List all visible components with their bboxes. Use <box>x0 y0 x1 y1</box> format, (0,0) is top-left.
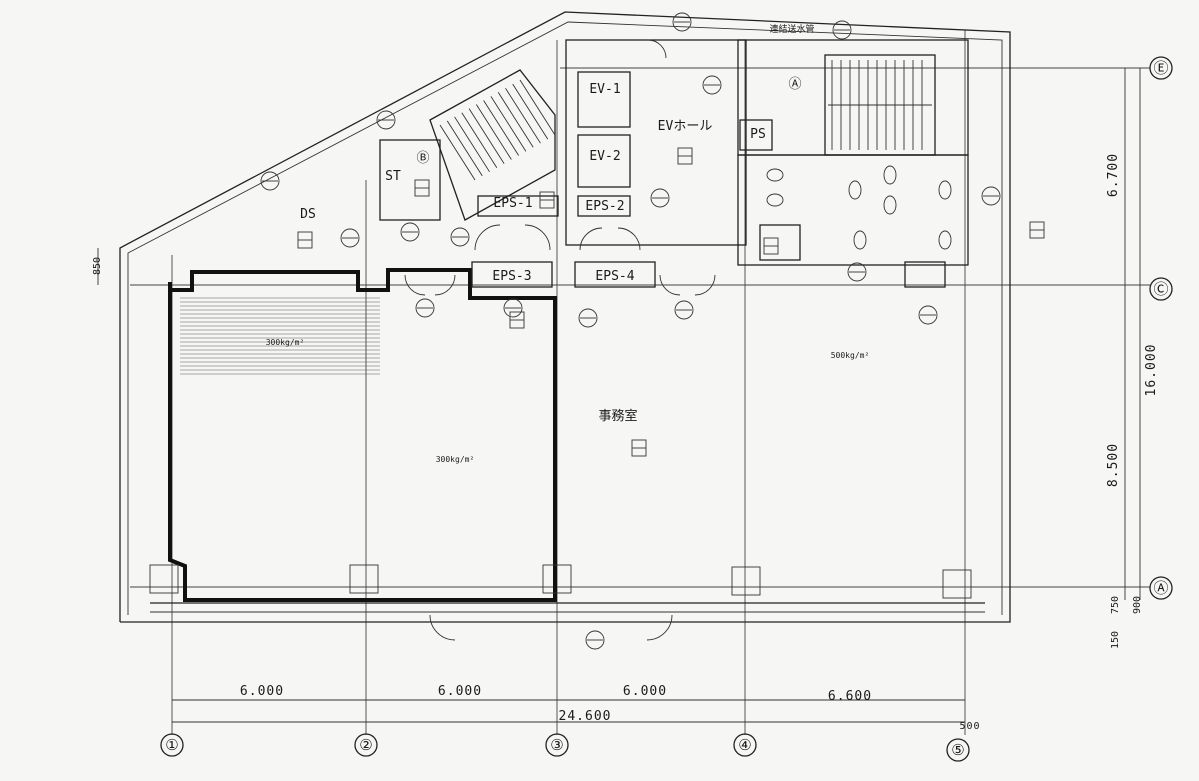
sprinkler-marker <box>578 308 598 328</box>
room-eps3: EPS-3 <box>492 269 531 284</box>
core <box>379 39 969 288</box>
sprinkler-marker <box>585 630 605 650</box>
toilet-fixtures <box>766 165 952 250</box>
sprinkler-marker <box>702 75 722 95</box>
stair-b-label: Ⓑ <box>416 151 429 166</box>
axis-label-x1: ① <box>165 736 178 754</box>
dimension-lines <box>97 68 1141 723</box>
sprinkler-marker <box>918 305 938 325</box>
stair-b-tread <box>490 96 527 152</box>
dim-small-bottom: 500 <box>959 721 980 732</box>
sprinkler-marker <box>674 300 694 320</box>
stair-b-tread <box>468 108 505 164</box>
room-ps: PS <box>750 127 766 142</box>
axis-label-c: Ⓒ <box>1153 280 1168 298</box>
stair-b <box>429 69 556 221</box>
dim-left-850: 850 <box>92 257 103 275</box>
dim-right-750: 750 <box>1110 596 1121 614</box>
dim-total: 24.600 <box>559 709 612 724</box>
sprinkler-marker <box>981 186 1001 206</box>
building-outline <box>119 11 1011 623</box>
stair-b-tread <box>505 87 541 144</box>
room-ev1: EV-1 <box>589 82 620 97</box>
tenant-boundary <box>168 268 557 602</box>
sprinkler-marker <box>832 20 852 40</box>
sprinkler-marker <box>650 188 670 208</box>
room-eps2: EPS-2 <box>585 199 624 214</box>
sprinkler-marker <box>260 171 280 191</box>
sprinkler-marker <box>400 222 420 242</box>
dim-right-16000: 16.000 <box>1144 344 1159 397</box>
room-ds: DS <box>300 207 316 222</box>
dim-right-900: 900 <box>1132 596 1143 614</box>
dim-right-150: 150 <box>1110 631 1121 649</box>
equipment-tags <box>260 12 1045 650</box>
load-office-left: 300kg/m² <box>266 338 305 347</box>
load-office-right: 300kg/m² <box>436 455 475 464</box>
axis-label-x3: ③ <box>550 736 563 754</box>
top-note: 連結送水管 <box>769 23 814 35</box>
room-office: 事務室 <box>598 408 637 424</box>
stair-b-tread <box>497 92 534 148</box>
dim-right-8500: 8.500 <box>1106 443 1121 487</box>
dim-span-4: 6.600 <box>828 689 872 704</box>
sprinkler-marker <box>340 228 360 248</box>
room-eps1: EPS-1 <box>493 196 532 211</box>
sprinkler-marker <box>847 262 867 282</box>
sprinkler-marker <box>415 298 435 318</box>
stair-b-tread <box>512 83 549 140</box>
stair-b-tread <box>454 116 490 173</box>
room-ev-hall: EVホール <box>658 119 713 134</box>
dim-right-6700: 6.700 <box>1106 153 1121 197</box>
room-eps4: EPS-4 <box>595 269 634 284</box>
axis-label-x5: ⑤ <box>951 741 964 759</box>
stair-b-tread <box>483 100 520 156</box>
axis-label-a: Ⓐ <box>1153 579 1168 597</box>
sprinkler-marker <box>672 12 692 32</box>
stair-b-tread <box>461 112 498 168</box>
columns <box>149 564 972 599</box>
room-ev2: EV-2 <box>589 149 620 164</box>
dim-span-3: 6.000 <box>623 684 667 699</box>
stair-b-tread <box>439 124 476 181</box>
axis-label-x2: ② <box>359 736 372 754</box>
stair-b-tread <box>446 120 483 177</box>
sprinkler-marker <box>376 110 396 130</box>
axis-label-x4: ④ <box>738 736 751 754</box>
stair-b-tread <box>475 104 512 160</box>
doors <box>404 39 716 641</box>
sprinkler-marker <box>450 227 470 247</box>
axis-bubbles <box>160 56 1173 762</box>
dim-span-1: 6.000 <box>240 684 284 699</box>
room-st: ST <box>385 169 401 184</box>
dim-span-2: 6.000 <box>438 684 482 699</box>
raised-floor-hatch <box>180 297 380 375</box>
sprinkler-marker <box>503 298 523 318</box>
stair-a-label: Ⓐ <box>788 77 801 92</box>
load-heavy: 500kg/m² <box>831 351 870 360</box>
stair-b-tread <box>519 79 556 136</box>
stair-a <box>824 54 936 156</box>
axis-label-e: Ⓔ <box>1153 59 1168 77</box>
grid-lines <box>130 30 1150 735</box>
